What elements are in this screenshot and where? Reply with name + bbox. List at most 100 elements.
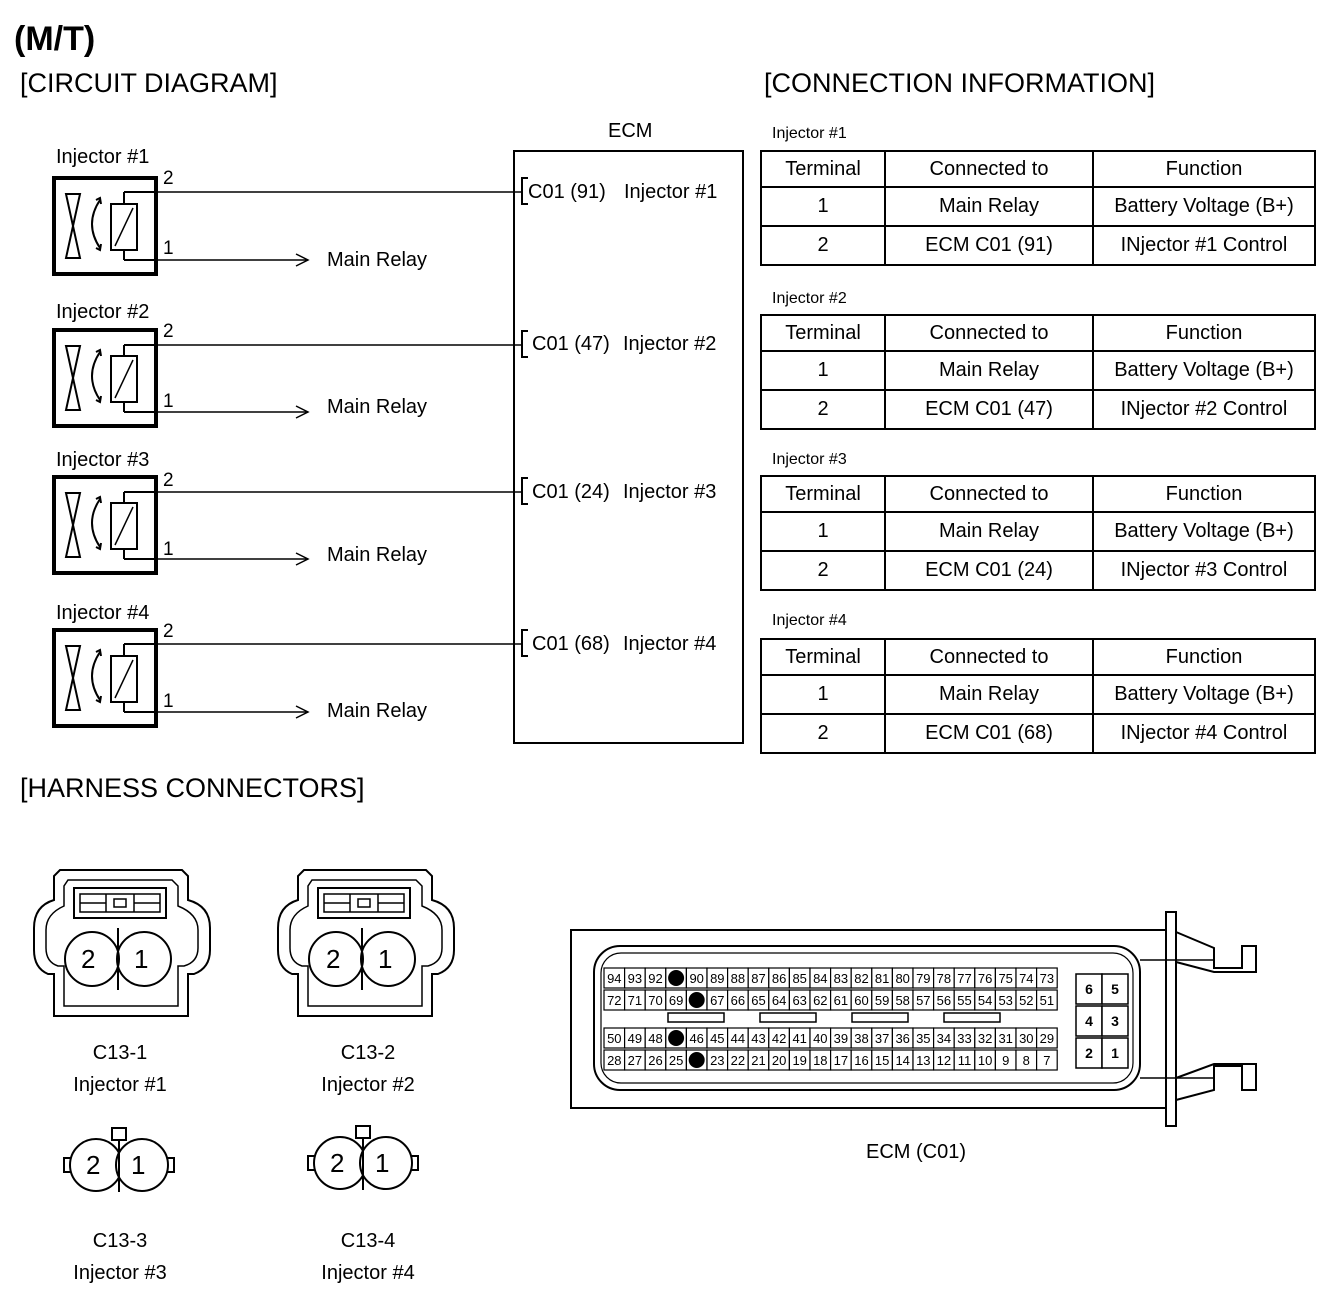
ecm-pin-number: 12 xyxy=(937,1053,951,1068)
cell-function: INjector #2 Control xyxy=(1092,389,1316,430)
header-connected-to: Connected to xyxy=(884,638,1094,676)
cell-connected-to: Main Relay xyxy=(884,674,1094,715)
ecm-pin-number: 46 xyxy=(689,1031,703,1046)
connection-info-title: [CONNECTION INFORMATION] xyxy=(764,68,1155,98)
main-relay-label: Main Relay xyxy=(327,544,428,566)
injector-box xyxy=(52,328,158,428)
connector-c13-3 xyxy=(63,1127,175,1192)
ecm-pin-number: 44 xyxy=(731,1031,745,1046)
cell-connected-to: ECM C01 (91) xyxy=(884,225,1094,266)
ecm-func-label: Injector #4 xyxy=(623,633,717,655)
valve-icon xyxy=(64,645,82,711)
cell-function: Battery Voltage (B+) xyxy=(1092,511,1316,552)
ecm-pin-number: 59 xyxy=(875,993,889,1008)
ecm-pin-number: 31 xyxy=(998,1031,1012,1046)
ecm-pin-cell xyxy=(1035,1049,1058,1071)
ecm-pin-number: 30 xyxy=(1019,1031,1033,1046)
ecm-pin-number: 27 xyxy=(628,1053,642,1068)
ecm-pin-number: 51 xyxy=(1040,993,1054,1008)
ecm-small-pin-cell xyxy=(1101,973,1129,1005)
arrow-right-icon xyxy=(295,405,310,419)
header-terminal: Terminal xyxy=(760,314,886,352)
ecm-pin-label: C01 (24) xyxy=(532,481,610,503)
table-title: Injector #2 xyxy=(772,290,847,307)
ecm-pin-number: 19 xyxy=(792,1053,806,1068)
pin-1-label: 1 xyxy=(163,391,174,412)
ecm-pin-number: 25 xyxy=(669,1053,683,1068)
injector-name: Injector #1 xyxy=(56,146,150,168)
main-relay-label: Main Relay xyxy=(327,700,428,722)
header-connected-to: Connected to xyxy=(884,150,1094,188)
pin-blocked-marker xyxy=(668,970,685,986)
cell-function: INjector #3 Control xyxy=(1092,550,1316,591)
connector-name: Injector #1 xyxy=(73,1074,167,1096)
cell-function: Battery Voltage (B+) xyxy=(1092,350,1316,391)
ecm-pin-number: 87 xyxy=(751,971,765,986)
ecm-pin-cell xyxy=(1035,967,1058,989)
valve-icon xyxy=(64,345,82,411)
ecm-pin-number: 2 xyxy=(1085,1045,1093,1061)
pin-number: 1 xyxy=(378,944,393,974)
arc-arrow-icon xyxy=(91,351,101,401)
table-title: Injector #1 xyxy=(772,125,847,142)
injector-name: Injector #3 xyxy=(56,449,150,471)
ecm-pin-number: 88 xyxy=(731,971,745,986)
pin-number: 2 xyxy=(326,944,341,974)
ecm-pin-cell xyxy=(1035,989,1058,1011)
ecm-pin-number: 81 xyxy=(875,971,889,986)
connector-name: Injector #3 xyxy=(73,1262,167,1284)
ecm-pin-number: 62 xyxy=(813,993,827,1008)
ecm-pin-number: 90 xyxy=(689,971,703,986)
ecm-pin-number: 14 xyxy=(895,1053,909,1068)
ecm-pin-number: 50 xyxy=(607,1031,621,1046)
connector-c13-4 xyxy=(307,1125,419,1190)
ecm-pin-number: 37 xyxy=(875,1031,889,1046)
ecm-box xyxy=(513,150,744,744)
ecm-pin-label: C01 (91) xyxy=(528,181,606,203)
ecm-pin-number: 21 xyxy=(751,1053,765,1068)
header-function: Function xyxy=(1092,475,1316,513)
ecm-pin-number: 58 xyxy=(895,993,909,1008)
table-title: Injector #3 xyxy=(772,451,847,468)
pin-blocked-marker xyxy=(688,992,705,1008)
valve-icon xyxy=(64,193,82,259)
cell-terminal: 1 xyxy=(760,350,886,391)
ecm-pin-number: 53 xyxy=(998,993,1012,1008)
cell-connected-to: Main Relay xyxy=(884,511,1094,552)
ecm-pin-number: 15 xyxy=(875,1053,889,1068)
ecm-pin-number: 69 xyxy=(669,993,683,1008)
ecm-pin-number: 54 xyxy=(978,993,992,1008)
ecm-pin-number: 70 xyxy=(648,993,662,1008)
ecm-pin-number: 79 xyxy=(916,971,930,986)
cell-function: Battery Voltage (B+) xyxy=(1092,186,1316,227)
ecm-pin-number: 48 xyxy=(648,1031,662,1046)
ecm-pin-number: 10 xyxy=(978,1053,992,1068)
ecm-pin-number: 67 xyxy=(710,993,724,1008)
cell-terminal: 2 xyxy=(760,225,886,266)
ecm-pin-number: 3 xyxy=(1111,1013,1119,1029)
ecm-pin-number: 22 xyxy=(731,1053,745,1068)
ecm-pin-number: 82 xyxy=(854,971,868,986)
ecm-small-pin-cell xyxy=(1101,1037,1129,1069)
injector-box xyxy=(52,628,158,728)
ecm-pin-number: 42 xyxy=(772,1031,786,1046)
ecm-small-pin-cell xyxy=(1075,1037,1103,1069)
ecm-pin-number: 38 xyxy=(854,1031,868,1046)
ecm-pin-number: 78 xyxy=(937,971,951,986)
ecm-pin-label: C01 (68) xyxy=(532,633,610,655)
cell-terminal: 2 xyxy=(760,389,886,430)
cell-function: Battery Voltage (B+) xyxy=(1092,674,1316,715)
ecm-pin-number: 34 xyxy=(937,1031,951,1046)
main-relay-label: Main Relay xyxy=(327,396,428,418)
cell-connected-to: Main Relay xyxy=(884,186,1094,227)
ecm-pin-bracket xyxy=(521,330,528,358)
